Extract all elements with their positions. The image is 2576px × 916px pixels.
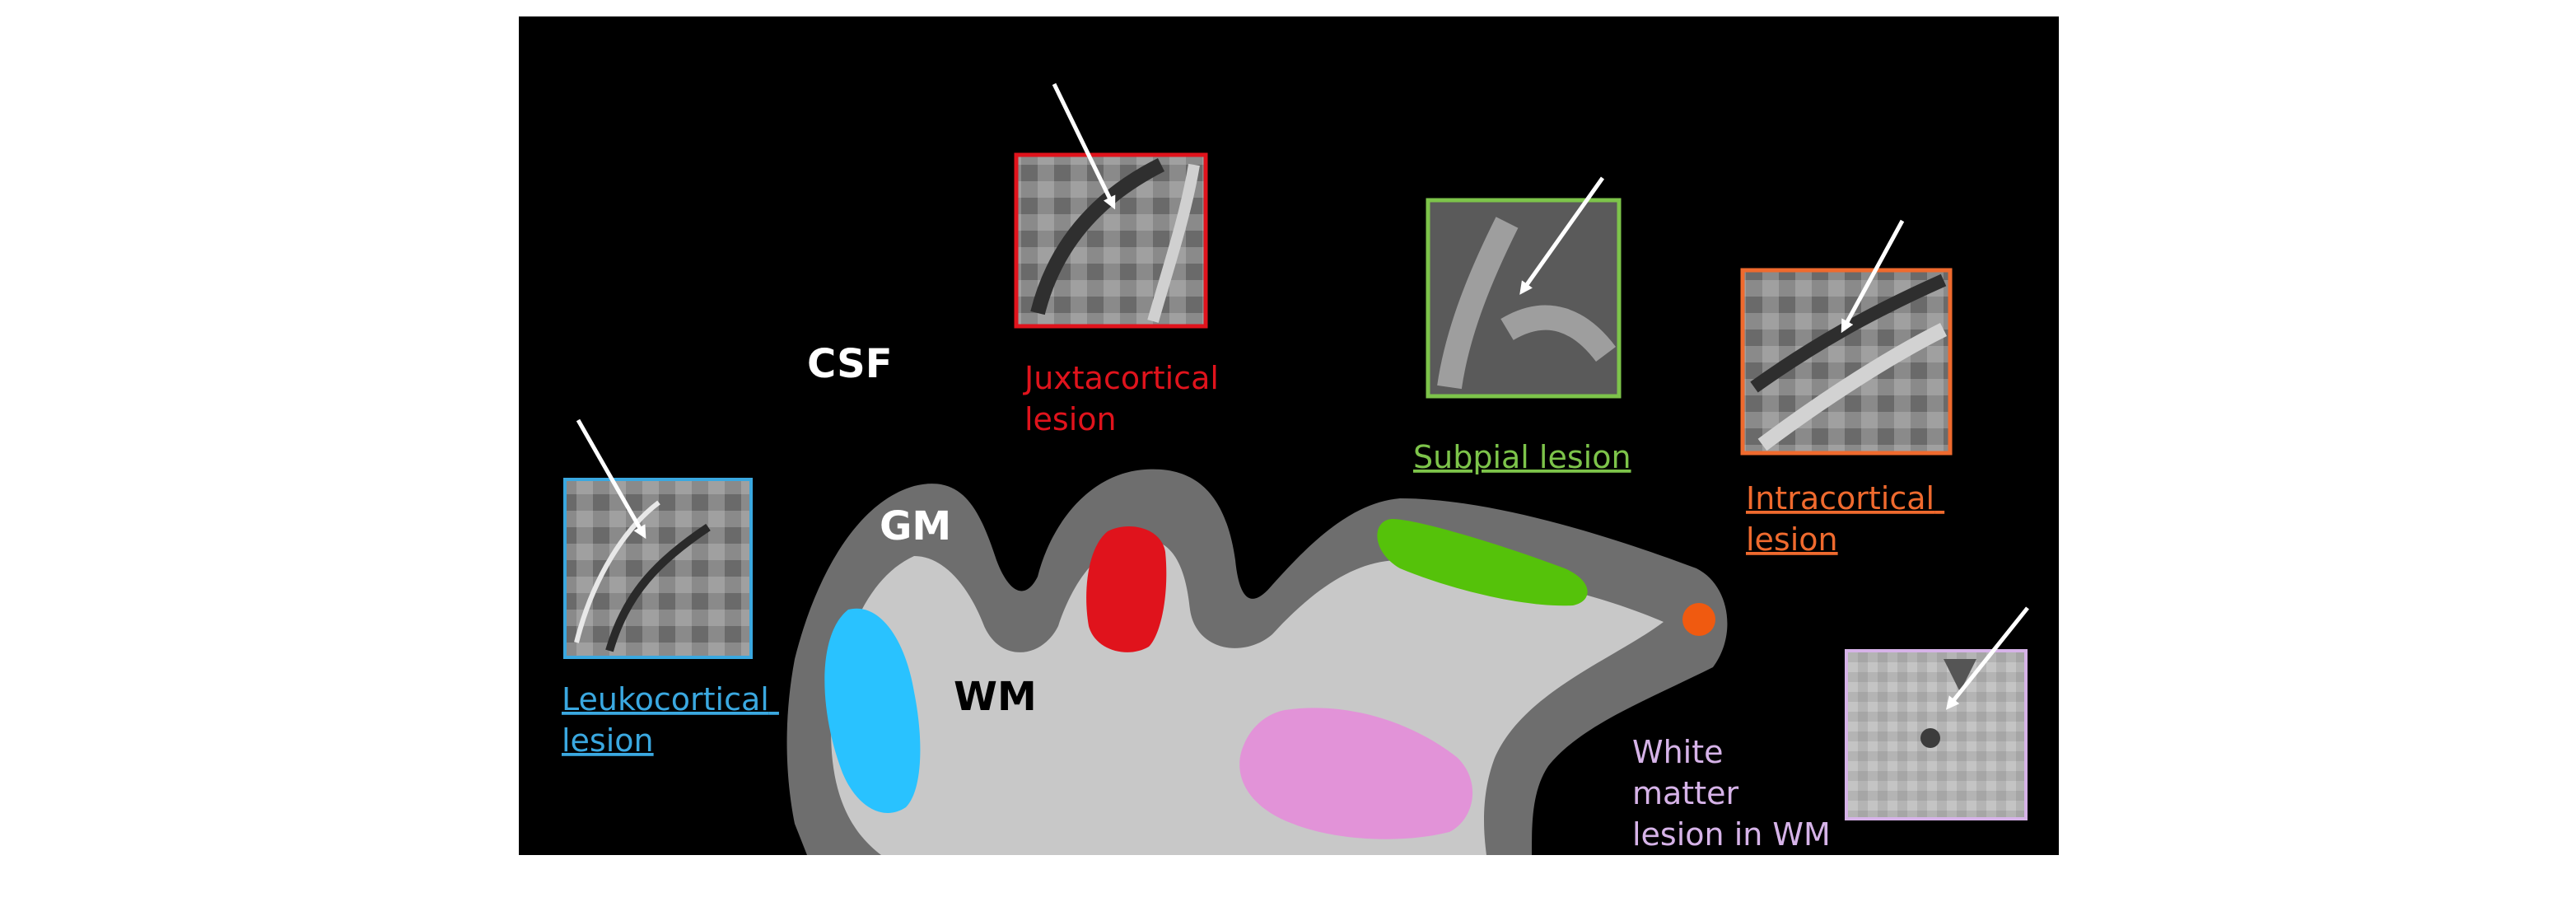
leukocortical-label: Leukocortical lesion <box>562 681 779 759</box>
leukocortical-lesion-shape <box>824 608 921 813</box>
white-matter-arrow <box>1946 606 2029 710</box>
subpial-mri-thumbnail <box>1426 198 1622 399</box>
subpial-lesion-shape <box>1377 519 1588 606</box>
gm-label: GM <box>880 503 951 549</box>
leukocortical-arrow <box>576 418 646 540</box>
subpial-arrow <box>1519 176 1605 295</box>
intracortical-arrow <box>1841 219 1905 334</box>
intracortical-label: Intracortical lesion <box>1746 480 1944 558</box>
white-matter-label: White matter lesion in WM <box>1632 734 1831 853</box>
intracortical-lesion-shape <box>1682 603 1715 636</box>
juxtacortical-arrow <box>1052 82 1116 210</box>
intracortical-mri-thumbnail <box>1740 268 1953 456</box>
subpial-label: Subpial lesion <box>1413 439 1631 475</box>
juxtacortical-label: Juxtacortical lesion <box>1023 360 1229 437</box>
juxtacortical-lesion-shape <box>1086 526 1167 652</box>
white-matter-lesion-shape <box>1239 708 1473 839</box>
wm-label: WM <box>954 674 1037 720</box>
juxtacortical-mri-thumbnail <box>1014 152 1208 329</box>
white-matter-mri-thumbnail <box>1845 649 2028 820</box>
leukocortical-mri-thumbnail <box>563 478 753 659</box>
csf-label: CSF <box>807 341 892 387</box>
